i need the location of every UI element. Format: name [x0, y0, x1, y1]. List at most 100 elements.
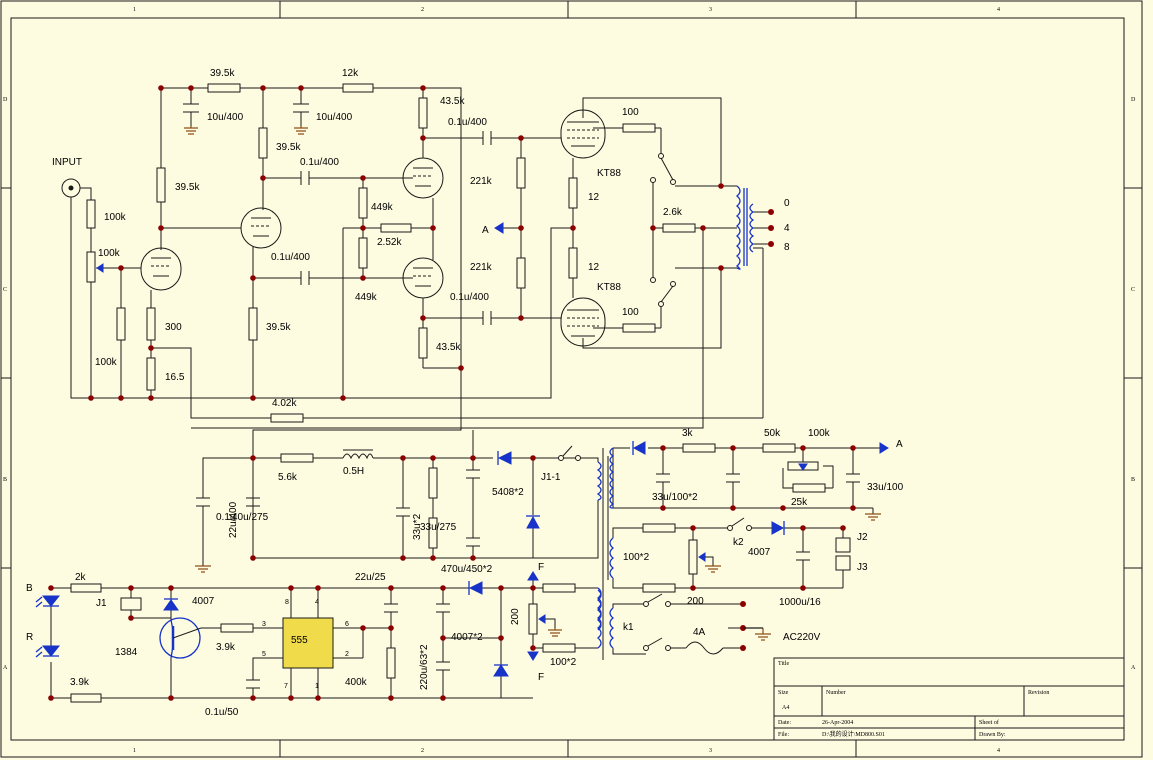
label-05h: 0.5H — [343, 466, 364, 477]
pin-8: 8 — [285, 599, 289, 606]
label-100-bot: 100 — [622, 307, 639, 318]
label-k2: k2 — [733, 537, 744, 548]
ground-symbol-6 — [743, 627, 771, 641]
label-pot-100k: 100k — [98, 248, 121, 259]
date-value: 26-Apr-2004 — [822, 720, 853, 726]
label-43k5-bot: 43.5k — [436, 342, 461, 353]
ground-symbol-3 — [195, 565, 211, 573]
pin-6: 6 — [345, 621, 349, 628]
size-value: A4 — [782, 705, 789, 711]
label-100k-b: 100k — [95, 357, 118, 368]
tube-v4 — [402, 257, 444, 299]
resistor-16k5 — [146, 357, 156, 391]
junction-dots — [48, 85, 856, 701]
bias-arrow-a-right — [879, 442, 889, 454]
row-letter-d-right: D — [1131, 97, 1136, 103]
resistor-300 — [146, 307, 156, 341]
amplifier-capacitors — [183, 103, 492, 325]
capacitor-220u-b — [436, 661, 450, 671]
ic-555 — [282, 617, 334, 669]
psu-grounds — [195, 513, 881, 641]
led-indicators — [35, 595, 61, 658]
label-100x2: 100*2 — [550, 657, 577, 668]
label-5k6: 5.6k — [278, 472, 298, 483]
capacitor-01u — [196, 497, 210, 507]
resistor-400k — [386, 647, 396, 679]
diode-4007-relay — [771, 521, 785, 535]
led-b — [35, 595, 61, 608]
label-j1: J1 — [96, 598, 107, 609]
label-221k-a: 221k — [470, 176, 493, 187]
capacitor-10u-a — [183, 103, 199, 113]
capacitor-01u-b — [300, 271, 310, 285]
pin-1: 1 — [315, 683, 319, 690]
label-39k5-c: 39.5k — [175, 182, 200, 193]
label-40u275: 40u/275 — [232, 512, 269, 523]
protection-labels: B R 2k J1 4007 1384 3.9k 3.9k 0.1u/50 55… — [26, 562, 577, 718]
size-label: Size — [778, 690, 789, 696]
protection-diodes — [468, 581, 509, 677]
amplifier-resistors — [86, 83, 696, 423]
label-12k: 12k — [342, 68, 359, 79]
resistor-43k5-bot — [418, 327, 428, 359]
capacitor-10u-b — [293, 103, 309, 113]
label-f-bottom: F — [538, 672, 544, 683]
label-400k: 400k — [345, 677, 368, 688]
grid-row-letters: D C B A D C B A — [3, 97, 1136, 671]
label-4a: 4A — [693, 627, 706, 638]
row-letter-d: D — [3, 97, 8, 103]
label-1000u: 1000u/16 — [779, 597, 821, 608]
label-01u-bot: 0.1u/400 — [450, 292, 489, 303]
psu-diodes — [497, 441, 785, 535]
label-3k9-a: 3.9k — [216, 642, 236, 653]
vacuum-tubes — [140, 109, 606, 347]
output-taps: 0 4 8 — [768, 198, 790, 253]
label-22u400: 22u/400 — [228, 501, 239, 538]
row-letter-a: A — [3, 665, 8, 671]
label-16k5: 16.5 — [165, 372, 185, 383]
label-ac220: AC220V — [783, 632, 821, 643]
diode-4007 — [163, 598, 179, 611]
row-letter-c-right: C — [1131, 287, 1135, 293]
protection-ground — [548, 628, 562, 637]
resistor-221k-a — [516, 157, 526, 189]
label-10u-a: 10u/400 — [207, 112, 244, 123]
label-led-b: B — [26, 583, 33, 594]
bias-arrow-a: A — [482, 222, 504, 236]
label-4k02: 4.02k — [272, 398, 297, 409]
potentiometer-200-prot — [528, 603, 538, 635]
ground-symbol-2 — [294, 126, 308, 135]
label-22u25: 22u/25 — [355, 572, 386, 583]
label-01u-top: 0.1u/400 — [448, 117, 487, 128]
pot-200-prot-arrow — [538, 614, 546, 624]
row-letter-a-right: A — [1131, 665, 1136, 671]
label-33u100: 33u/100 — [867, 482, 904, 493]
potentiometer-100k — [86, 251, 96, 283]
power-supply-section: 5.6k 0.5H 0.1u 22u/400 40u/275 33u/275 3… — [195, 428, 904, 660]
capacitor-01u-bot — [482, 311, 492, 325]
sheet-label: Sheet of — [979, 719, 999, 726]
resistor-2k — [70, 583, 102, 593]
resistor-39k5-a — [207, 83, 241, 93]
psu-switches — [558, 445, 752, 651]
resistor-100-bot — [622, 323, 656, 333]
label-100x2-relay: 100*2 — [623, 552, 650, 563]
capacitor-01u-a — [300, 171, 310, 185]
capacitor-22u25 — [384, 603, 398, 613]
pot-200-arrow — [698, 552, 706, 562]
label-c-01u: 0.1u — [216, 512, 235, 523]
f-arrow-bottom — [527, 651, 539, 661]
row-letter-b: B — [3, 477, 7, 483]
bias-a-label: A — [482, 225, 489, 236]
resistor-100-top — [622, 123, 656, 133]
col-number-1-bottom: 1 — [133, 748, 136, 754]
diode-4007x2-a — [468, 581, 483, 595]
capacitor-22u400 — [246, 497, 260, 507]
label-01u-a: 0.1u/400 — [300, 157, 339, 168]
col-number-3: 3 — [709, 7, 712, 13]
label-2k6: 2.6k — [663, 207, 683, 218]
tube-v2 — [240, 207, 282, 249]
capacitor-33u100-a — [656, 473, 670, 483]
capacitor-33u100-b — [726, 473, 740, 483]
